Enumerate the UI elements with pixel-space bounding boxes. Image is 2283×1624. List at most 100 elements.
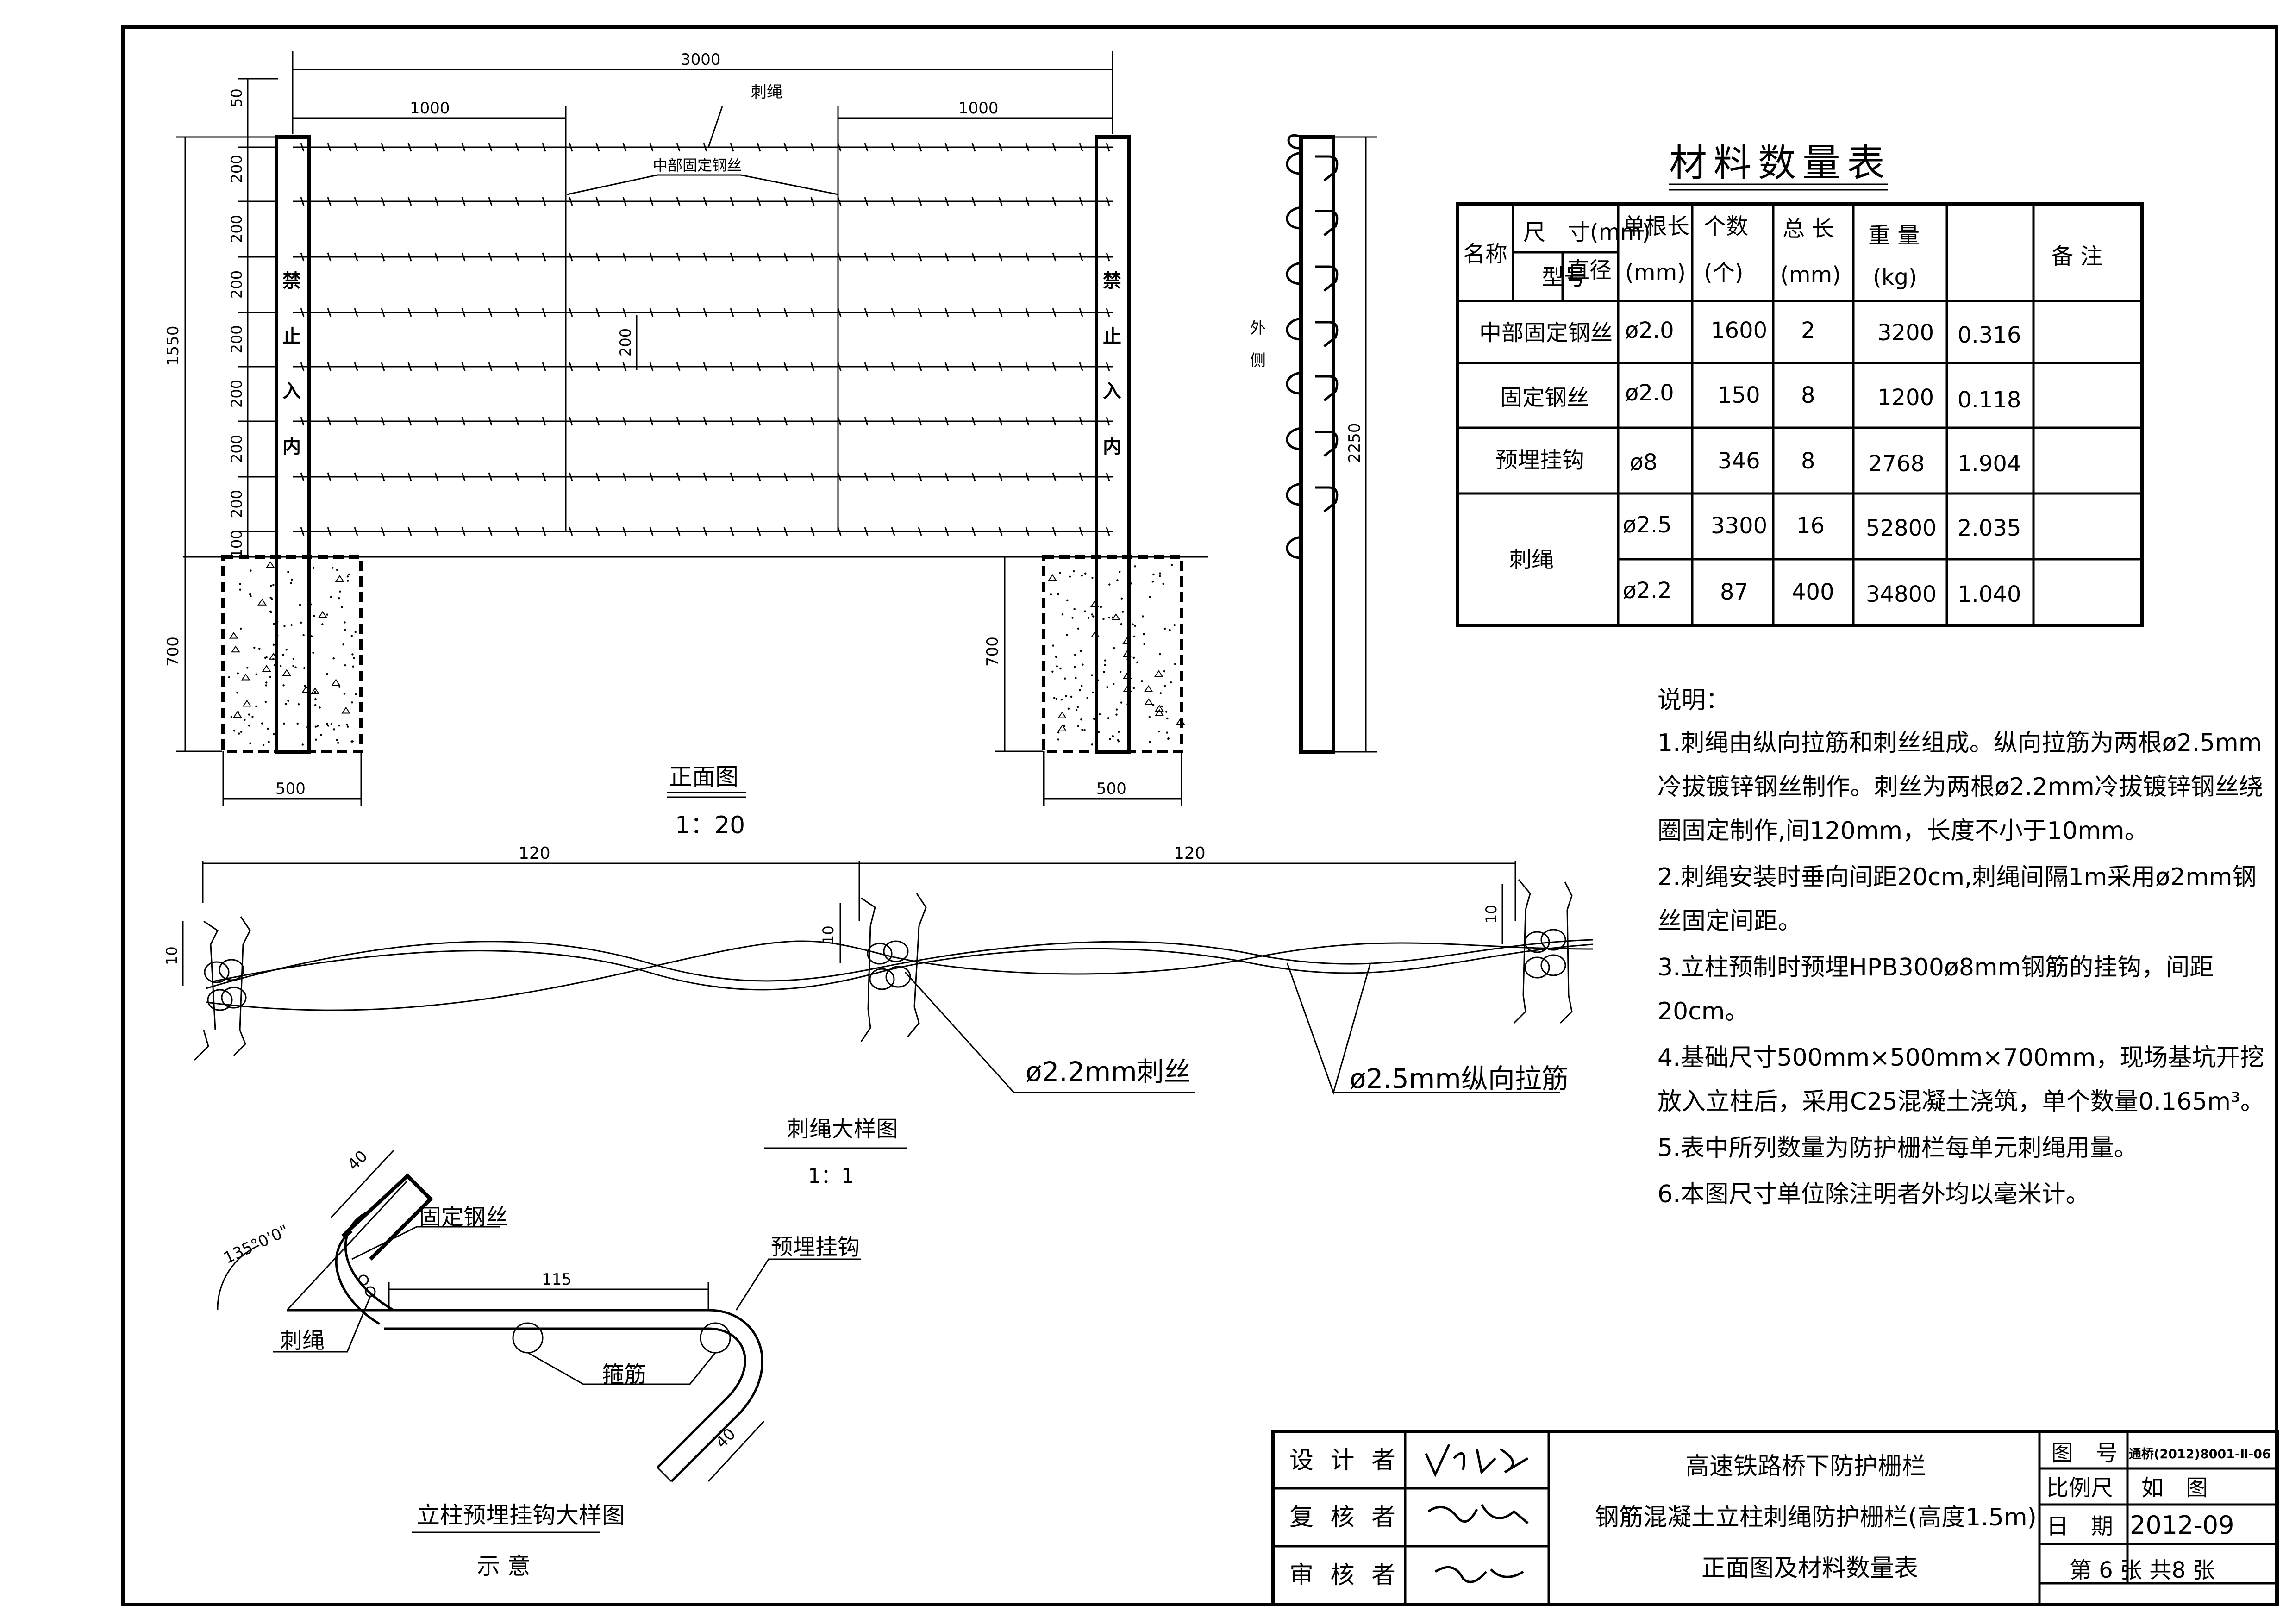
barb-mark <box>998 252 1003 262</box>
aggregate-dot <box>1091 613 1093 616</box>
barb-mark <box>488 308 493 317</box>
hook-detail: 135°0'0" 40 115 40 箍筋 固定钢丝 预埋挂钩 刺绳 立柱预埋挂… <box>217 1147 861 1580</box>
barb-mark <box>434 308 439 317</box>
barb-mark <box>998 143 1003 152</box>
barb-mark <box>1106 527 1110 536</box>
barb-mark <box>1079 252 1083 262</box>
barb-mark <box>649 197 654 206</box>
material-table: 材料数量表 名称 尺 寸(mm) 型号 直径 单根长 (mm) 个数 (个) <box>1456 141 2144 627</box>
aggregate-dot <box>285 649 288 651</box>
dim-wire-spacing-chain: 100 <box>228 530 245 558</box>
aggregate-dot <box>1112 735 1114 737</box>
dim-barb-10-left: 10 <box>163 946 181 965</box>
aggregate-mark <box>1123 685 1132 692</box>
row2-total: 1200 <box>1877 385 1934 411</box>
aggregate-dot <box>1081 575 1083 577</box>
barb-mark <box>515 143 519 152</box>
dim-wire-spacing-chain: 200 <box>228 155 245 183</box>
aggregate-mark <box>1122 650 1132 657</box>
aggregate-dot <box>1095 651 1097 654</box>
aggregate-dot <box>248 725 250 727</box>
barb-mark <box>434 143 439 152</box>
barb-mark <box>1079 362 1083 371</box>
dim-wire-spacing-chain: 200 <box>228 325 245 353</box>
barb-mark <box>407 472 412 481</box>
barb-mark <box>918 308 922 317</box>
row4-diameter: ø2.5 <box>1623 512 1672 538</box>
side-dim-height: 2250 <box>1345 423 1364 463</box>
barb-mark <box>327 362 332 371</box>
aggregate-dot <box>327 725 330 727</box>
aggregate-dot <box>296 722 299 725</box>
aggregate-dot <box>1059 667 1062 670</box>
barb-mark <box>730 197 734 206</box>
aggregate-dot <box>269 596 272 599</box>
aggregate-dot <box>255 673 258 675</box>
aggregate-dot <box>268 741 270 743</box>
aggregate-dot <box>355 693 357 696</box>
aggregate-dot <box>239 588 241 591</box>
aggregate-dot <box>1067 707 1070 710</box>
side-hook <box>1315 375 1339 401</box>
th-total-length: 总 长 <box>1783 216 1834 242</box>
aggregate-dot <box>1091 674 1093 676</box>
aggregate-mark <box>1176 718 1185 725</box>
aggregate-dot <box>1057 731 1060 734</box>
aggregate-dot <box>1170 564 1173 566</box>
barb-mark <box>434 362 439 371</box>
note-line-7: 20cm。 <box>1658 998 1749 1025</box>
aggregate-dot <box>342 643 344 646</box>
aggregate-dot <box>1141 680 1143 682</box>
barb-mark <box>998 197 1003 206</box>
note-line-5: 丝固定间距。 <box>1658 907 1802 935</box>
barb-mark <box>649 143 654 152</box>
aggregate-dot <box>1057 738 1059 741</box>
barb-mark <box>622 417 627 426</box>
aggregate-dot <box>282 654 284 656</box>
aggregate-dot <box>346 725 349 728</box>
aggregate-dot <box>282 684 285 687</box>
dim-wire-spacing-chain: 200 <box>228 490 245 518</box>
side-barb-loop <box>1286 151 1301 175</box>
barb-mark <box>649 417 654 426</box>
barb-mark <box>434 417 439 426</box>
notes-heading: 说明： <box>1658 687 1730 714</box>
aggregate-dot <box>1075 709 1078 711</box>
barb-mark <box>407 417 412 426</box>
barb-mark <box>515 417 519 426</box>
aggregate-mark <box>1155 709 1164 716</box>
aggregate-dot <box>1102 618 1105 620</box>
aggregate-dot <box>239 627 242 630</box>
aggregate-dot <box>255 705 257 707</box>
aggregate-dot <box>239 583 241 586</box>
barb-mark <box>944 197 949 206</box>
side-view: 外 侧 2250 <box>1250 134 1377 754</box>
row1-count: 2 <box>1801 318 1815 344</box>
barbed-wire-rows <box>293 143 1113 536</box>
barb-mark <box>1025 527 1030 536</box>
barb-mark <box>703 527 707 536</box>
aggregate-dot <box>1159 572 1161 575</box>
aggregate-dot <box>1115 713 1118 716</box>
barb-mark <box>810 472 815 481</box>
aggregate-dot <box>1162 582 1164 585</box>
barb-mark <box>1052 143 1057 152</box>
barb-mark <box>381 472 385 481</box>
barb-mark <box>569 472 573 481</box>
aggregate-mark <box>231 645 240 653</box>
barb-mark <box>864 362 869 371</box>
note-line-8: 4.基础尺寸500mm×500mm×700mm，现场基坑开挖 <box>1658 1044 2264 1072</box>
barb-mark <box>1106 252 1110 262</box>
tb-drawing-no-label: 图 号 <box>2051 1440 2118 1466</box>
aggregate-dot <box>1127 647 1130 649</box>
th-weight-unit: (kg) <box>1873 264 1917 290</box>
note-line-2: 冷拔镀锌钢丝制作。刺丝为两根ø2.2mm冷拔镀锌钢丝绕 <box>1658 773 2263 801</box>
barb-mark <box>622 143 627 152</box>
note-line-4: 2.刺绳安装时垂向间距20cm,刺绳间隔1m采用ø2mm钢 <box>1658 863 2257 891</box>
aggregate-dot <box>337 742 339 744</box>
barb-mark <box>998 417 1003 426</box>
aggregate-dot <box>1113 683 1115 685</box>
aggregate-dot <box>1173 624 1176 626</box>
side-barb-loop <box>1286 262 1301 285</box>
row1-name: 中部固定钢丝 <box>1479 320 1613 346</box>
